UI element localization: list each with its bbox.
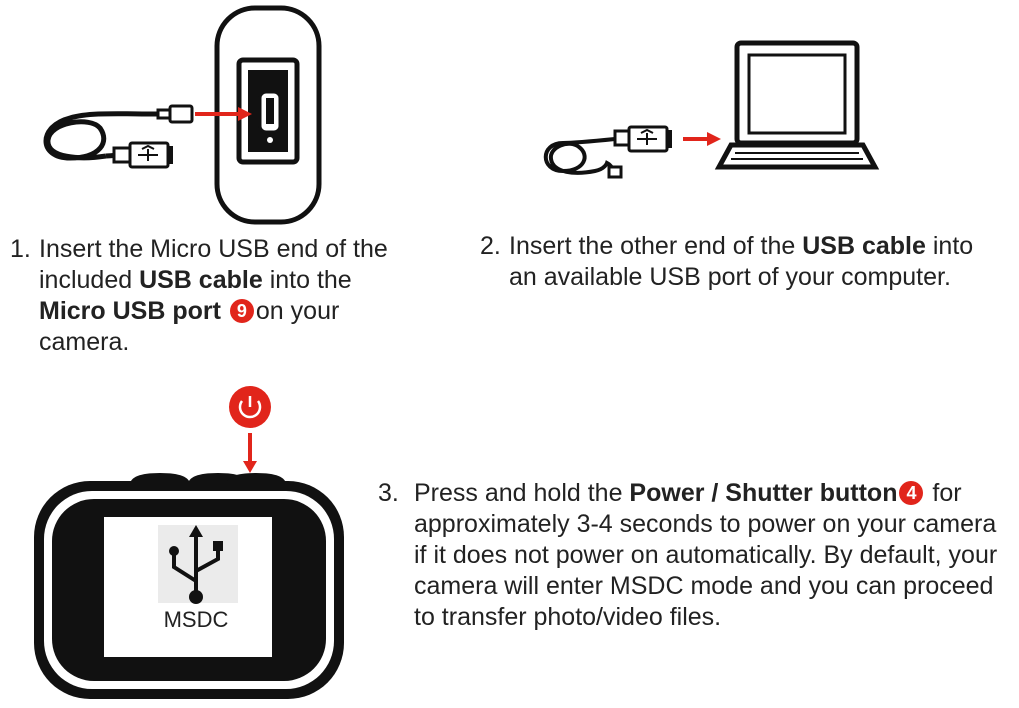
step-1-text: Insert the Micro USB end of the included… <box>39 235 388 356</box>
laptop-base <box>714 142 880 170</box>
cable-coil-2 <box>543 137 617 176</box>
step-1-number: 1. <box>10 235 31 263</box>
cable-to-camera-illustration <box>43 5 322 225</box>
cable-to-computer-illustration <box>543 40 880 179</box>
usb-symbol-icon <box>138 144 158 161</box>
usb-cable-term: USB cable <box>802 232 926 260</box>
step-3-number: 3. <box>378 479 399 507</box>
usb-symbol-icon-2 <box>637 128 657 145</box>
power-icon <box>238 400 262 419</box>
msdc-label: MSDC <box>164 607 229 632</box>
micro-usb-port-term: Micro USB port <box>39 297 221 325</box>
usb-cable-term: USB cable <box>139 266 263 294</box>
step-2-text: Insert the other end of the USB cable in… <box>509 232 974 291</box>
step-2-number: 2. <box>480 232 501 260</box>
micro-usb-plug-2 <box>607 165 623 179</box>
step-1: 1. Insert the Micro USB end of the inclu… <box>10 234 420 358</box>
cable-coil <box>43 111 159 161</box>
step-2: 2. Insert the other end of the USB cable… <box>480 231 1000 293</box>
step-3: 3. Press and hold the Power / Shutter bu… <box>378 478 1014 633</box>
step-3-text: Press and hold the Power / Shutter butto… <box>414 479 998 631</box>
button-number-badge: 4 <box>899 481 924 505</box>
port-number-badge: 9 <box>229 299 254 323</box>
micro-usb-plug <box>168 104 194 124</box>
camera-front-illustration: MSDC <box>34 386 344 699</box>
usb-icon <box>169 525 223 604</box>
power-shutter-button-term: Power / Shutter button <box>629 479 898 507</box>
